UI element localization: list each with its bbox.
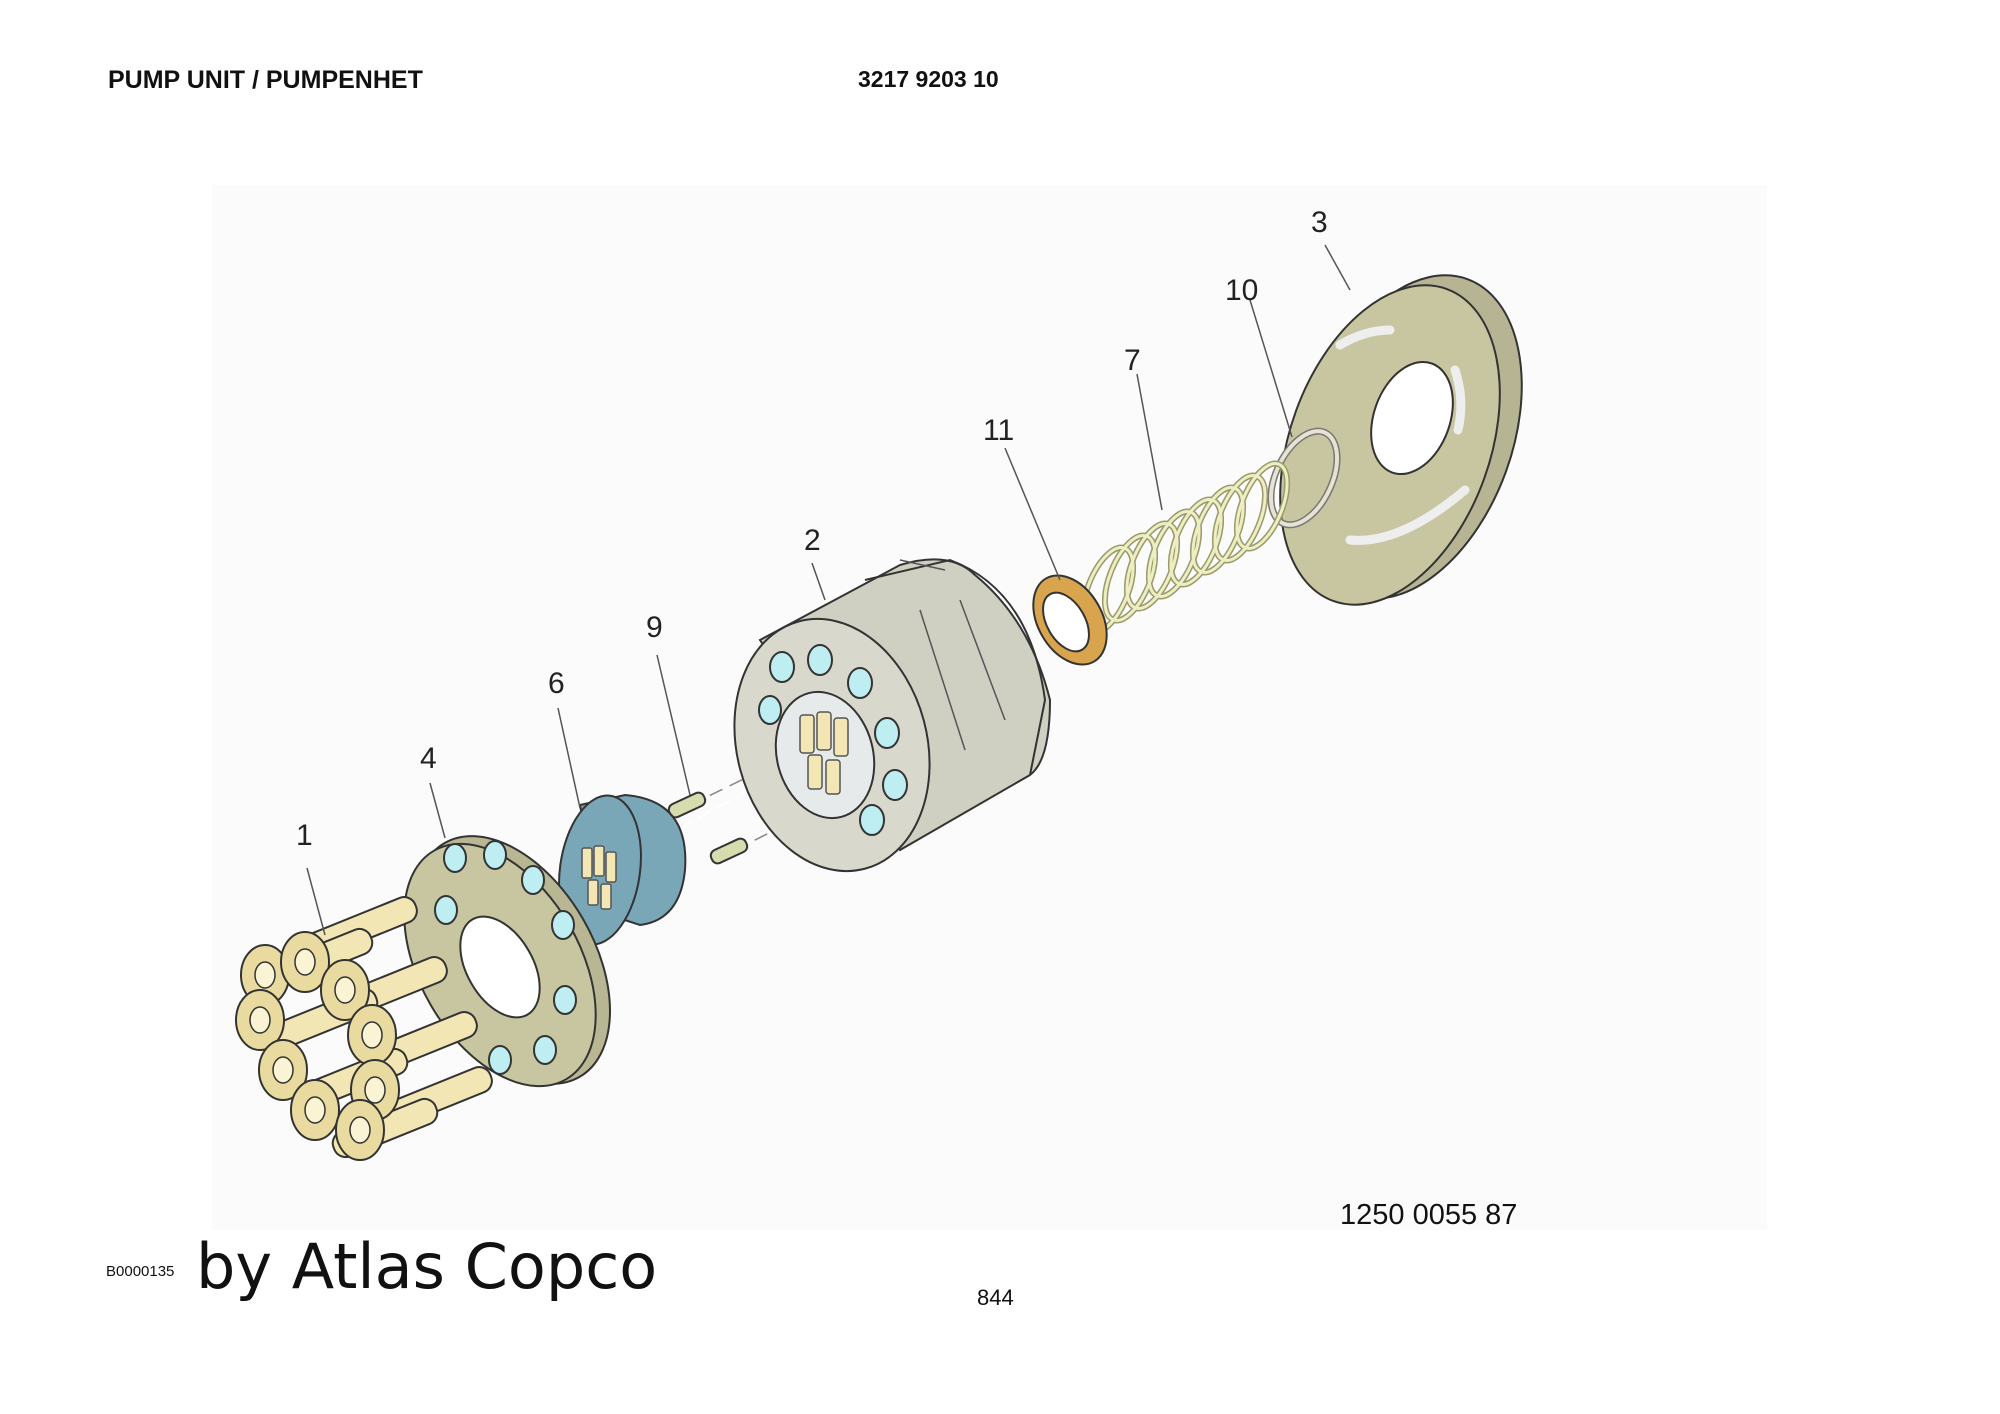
callout-7: 7 xyxy=(1124,344,1141,377)
washer-part-11 xyxy=(1032,574,1108,666)
leader-lines xyxy=(306,244,1351,936)
page-title: PUMP UNIT / PUMPENHET xyxy=(108,66,423,94)
document-code: B0000135 xyxy=(106,1263,175,1280)
callout-2: 2 xyxy=(804,524,821,557)
port-plate-part-3 xyxy=(1279,274,1523,606)
part-number: 3217 9203 10 xyxy=(858,66,999,92)
brand-text: by Atlas Copco xyxy=(196,1230,658,1303)
shoe-plate-part-6 xyxy=(558,793,687,946)
callout-10: 10 xyxy=(1225,274,1258,307)
callout-11: 11 xyxy=(983,414,1014,447)
callout-9: 9 xyxy=(646,611,663,644)
pistons-part-1 xyxy=(235,896,493,1161)
callout-6: 6 xyxy=(548,667,565,700)
page-number: 844 xyxy=(977,1285,1014,1310)
cylinder-block-part-2 xyxy=(733,558,1052,873)
callout-4: 4 xyxy=(420,742,437,775)
callout-3: 3 xyxy=(1311,206,1328,239)
illustration-reference-number: 1250 0055 87 xyxy=(1340,1199,1518,1231)
callout-1: 1 xyxy=(296,819,313,852)
